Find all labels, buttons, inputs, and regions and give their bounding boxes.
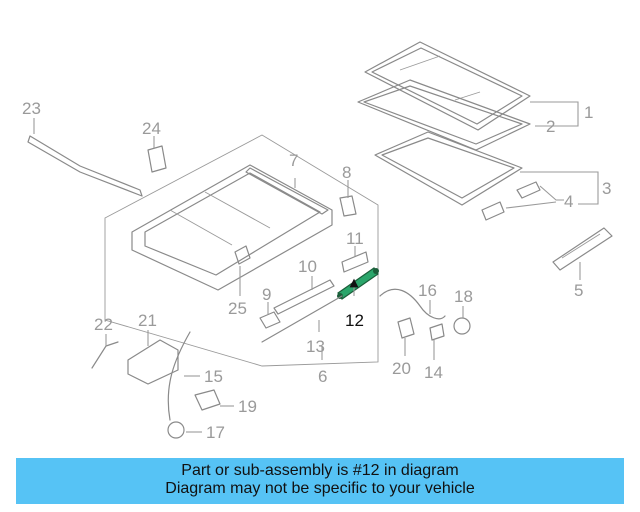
valve-17: [167, 421, 185, 439]
wind-deflector: [245, 167, 329, 215]
callout-18: 18: [454, 287, 473, 306]
callout-25: 25: [228, 299, 247, 318]
sunshade-panel: [374, 131, 523, 206]
callout-14: 14: [424, 363, 443, 382]
callout-6: 6: [318, 367, 327, 386]
sunroof-frame: [131, 164, 333, 291]
bracket-25: [234, 245, 251, 265]
callout-20: 20: [392, 359, 411, 378]
motor-21: [127, 339, 179, 385]
callout-1: 1: [584, 103, 593, 122]
callout-5: 5: [574, 281, 583, 300]
callout-12: 12: [345, 311, 364, 330]
clip-19: [194, 389, 221, 411]
leader-lines: [33, 101, 599, 433]
rod-13: [261, 295, 343, 343]
info-line-part: Part or sub-assembly is #12 in diagram: [181, 462, 459, 479]
callout-9: 9: [262, 285, 271, 304]
drain-hose-16: [379, 288, 446, 320]
bracket-8: [339, 195, 357, 217]
callout-22: 22: [94, 315, 113, 334]
glass-seal: [357, 79, 531, 151]
side-rail: [552, 227, 613, 271]
clip-lower: [481, 201, 505, 221]
callout-15: 15: [204, 367, 223, 386]
highlighted-part-12: [337, 267, 379, 300]
callout-16: 16: [418, 281, 437, 300]
callout-7: 7: [289, 151, 298, 170]
info-line-disclaimer: Diagram may not be specific to your vehi…: [165, 480, 475, 497]
callout-8: 8: [342, 163, 351, 182]
trim-23: [27, 135, 143, 197]
callout-labels: 1 2 3 4 5 6 7 8 9 10 11 12 13 14 15 16 1…: [22, 99, 611, 442]
callout-13: 13: [306, 337, 325, 356]
callout-4: 4: [564, 192, 573, 211]
callout-23: 23: [22, 99, 41, 118]
callout-2: 2: [546, 117, 555, 136]
callout-11: 11: [346, 229, 364, 248]
clip-upper: [516, 181, 541, 199]
glass-panel: [364, 41, 531, 131]
cable-10: [273, 279, 335, 315]
block-9: [259, 311, 281, 329]
clip-14: [429, 323, 445, 341]
callout-10: 10: [298, 257, 317, 276]
callout-19: 19: [238, 397, 257, 416]
callout-24: 24: [142, 119, 161, 138]
part-24: [147, 145, 167, 173]
guide-11: [341, 251, 369, 273]
callout-3: 3: [602, 179, 611, 198]
callout-17: 17: [206, 423, 225, 442]
hose-22: [91, 341, 119, 369]
info-banner: Part or sub-assembly is #12 in diagram D…: [16, 458, 624, 504]
tube-15: [167, 331, 191, 421]
clip-20: [397, 317, 415, 339]
callout-21: 21: [138, 311, 157, 330]
grommet-18: [453, 317, 471, 335]
frame-box: [104, 134, 379, 367]
